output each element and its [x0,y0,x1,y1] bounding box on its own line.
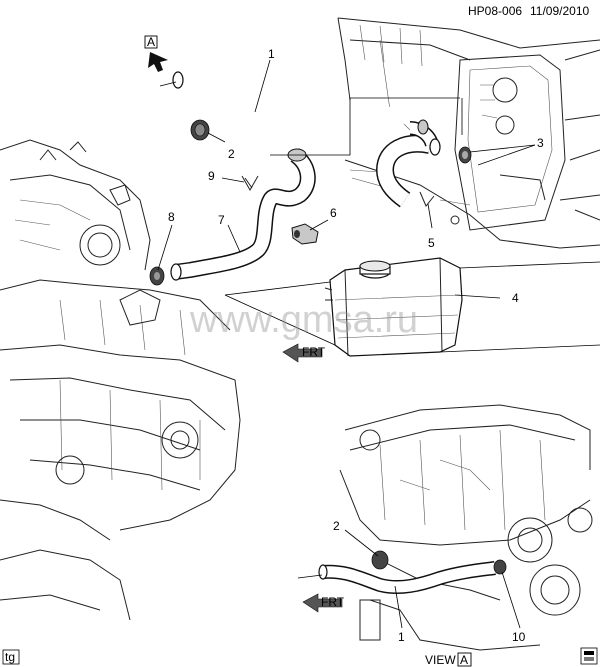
svg-text:A: A [147,35,155,49]
callout-6: 6 [330,206,337,220]
callout-10: 10 [512,630,526,644]
svg-text:VIEW: VIEW [425,653,456,667]
callout-2-top: 2 [228,147,235,161]
svg-text:FRT: FRT [321,595,345,609]
view-a-arrow: A [144,35,168,72]
firewall-body-sketch [337,17,600,249]
callout-5: 5 [428,236,435,250]
engine-view-a-sketch [339,404,593,651]
leader-lines-upper [157,59,600,353]
front-arrow-lower: FRT [302,593,345,613]
coolant-reservoir [324,257,463,357]
diagram-date: 11/09/2010 [530,4,589,18]
svg-text:tg: tg [5,650,15,664]
corner-tag-right-icon [580,647,598,665]
callout-2-bottom: 2 [333,519,340,533]
watermark: www.gmsa.ru [189,299,418,341]
callout-3: 3 [537,136,544,150]
callout-7: 7 [218,213,225,227]
hose-clamp-8 [149,266,165,286]
callout-8: 8 [168,210,175,224]
heater-hose-upper [159,68,424,131]
leader-lines-lower [344,529,521,629]
callout-1-bottom: 1 [398,630,405,644]
hose-clip-5 [419,191,435,207]
callouts: 1 2 3 4 5 6 7 8 9 2 1 10 [168,47,544,644]
hose-clip-9 [241,175,259,192]
callout-4: 4 [512,291,519,305]
svg-text:FRT: FRT [302,345,326,359]
engine-transaxle-sketch [0,139,241,621]
corner-tag-left: tg [2,649,20,665]
hose-clamp-2-top [190,119,210,141]
callout-9: 9 [208,169,215,183]
heater-hose-view-a [297,550,507,594]
connector-6 [291,223,319,245]
front-arrow-upper: FRT [282,343,326,363]
heater-hose-firewall [375,119,441,208]
hose-clamp-3 [458,146,472,164]
svg-text:A: A [460,653,468,667]
callout-1-top: 1 [268,47,275,61]
view-a-label: VIEW A [425,652,472,667]
diagram-code: HP08-006 [468,4,522,18]
coolant-hose-lower [170,148,316,281]
